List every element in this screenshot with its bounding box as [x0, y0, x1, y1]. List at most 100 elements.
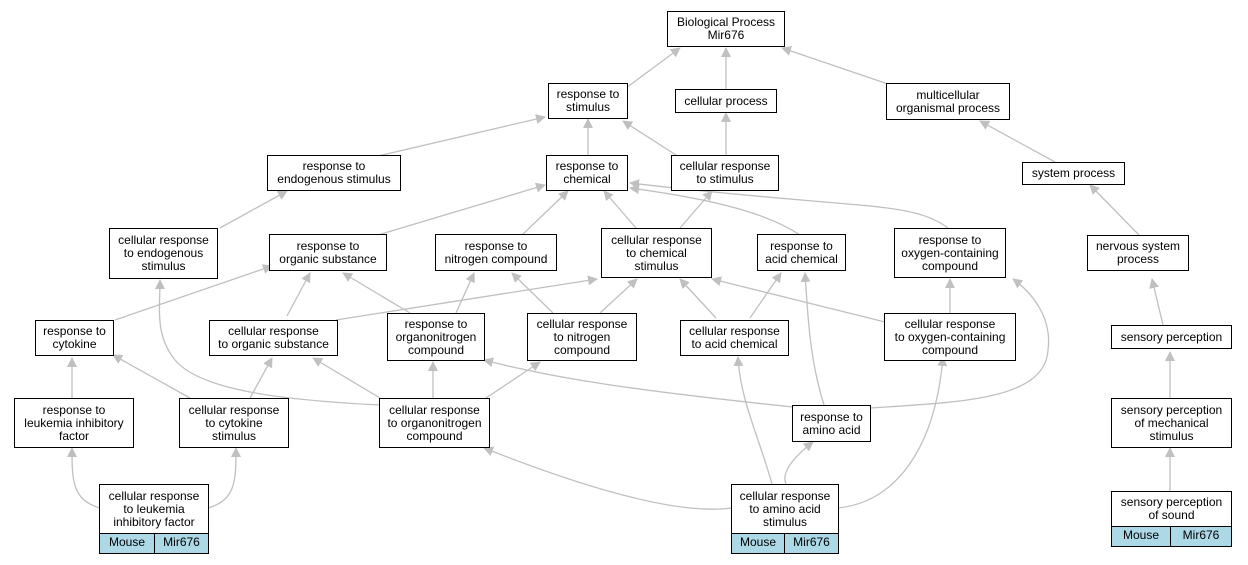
gene-tag[interactable]: Mir676	[1170, 526, 1232, 547]
edge	[114, 264, 273, 321]
node-label: cellular response to leukemia inhibitory…	[108, 488, 200, 529]
node-response-to-organonitrogen-compound[interactable]: response to organonitrogen compound	[387, 313, 485, 361]
node-label: sensory perception	[1120, 329, 1223, 344]
node-cellular-response-to-oxygen-containing-compound[interactable]: cellular response to oxygen-containing c…	[884, 313, 1016, 361]
node-system-process[interactable]: system process	[1022, 162, 1125, 185]
edge	[749, 272, 782, 319]
edge	[837, 356, 948, 509]
edge	[67, 447, 101, 509]
node-label: cellular response to endogenous stimulus	[118, 233, 209, 273]
node-label: cellular response to amino acid stimulus	[739, 488, 831, 529]
edge	[286, 272, 311, 317]
node-response-to-oxygen-containing-compound[interactable]: response to oxygen-containing compound	[894, 228, 1006, 278]
edge	[154, 279, 381, 406]
edge	[979, 120, 1056, 163]
edge	[335, 275, 598, 321]
node-label: sensory perception of mechanical stimulu…	[1120, 402, 1223, 443]
node-label: response to stimulus	[556, 87, 620, 114]
edge	[219, 190, 288, 229]
edge	[1149, 278, 1164, 326]
node-multicellular-organismal-process[interactable]: multicellular organismal process	[886, 83, 1010, 120]
node-label: nervous system process	[1095, 239, 1181, 266]
edge	[711, 276, 886, 323]
node-label: multicellular organismal process	[895, 87, 1001, 115]
edge	[207, 447, 241, 509]
edge	[377, 182, 546, 236]
edge	[342, 272, 411, 314]
node-cellular-response-to-chemical-stimulus[interactable]: cellular response to chemical stimulus	[601, 228, 712, 278]
node-sensory-perception[interactable]: sensory perception	[1111, 325, 1232, 349]
node-label: cellular response to organic substance	[218, 324, 329, 351]
gene-tag[interactable]: Mir676	[154, 533, 209, 554]
node-label: cellular response to acid chemical	[689, 324, 780, 351]
edge	[521, 190, 569, 236]
node-label: cellular response to chemical stimulus	[611, 232, 702, 273]
node-label: response to oxygen-containing compound	[901, 232, 999, 273]
node-cellular-response-to-amino-acid-stimulus[interactable]: cellular response to amino acid stimulus	[731, 484, 839, 534]
edge	[629, 179, 949, 229]
node-label: system process	[1031, 166, 1116, 180]
edge	[112, 354, 191, 399]
node-response-to-nitrogen-compound[interactable]: response to nitrogen compound	[435, 234, 557, 271]
node-label: cellular response to nitrogen compound	[536, 316, 628, 357]
edge	[312, 357, 381, 399]
node-cellular-response-to-nitrogen-compound[interactable]: cellular response to nitrogen compound	[527, 313, 637, 361]
edge	[483, 357, 794, 408]
gene-tag[interactable]: Mir676	[784, 533, 839, 554]
edge	[377, 114, 546, 157]
edge	[625, 47, 681, 89]
node-cellular-process[interactable]: cellular process	[675, 89, 777, 113]
node-label: response to chemical	[555, 159, 619, 186]
edge	[784, 441, 814, 485]
species-tag[interactable]: Mouse	[731, 533, 785, 554]
node-response-to-organic-substance[interactable]: response to organic substance	[269, 234, 387, 271]
edge	[455, 272, 475, 314]
node-cellular-response-to-organic-substance[interactable]: cellular response to organic substance	[209, 320, 338, 356]
node-response-to-endogenous-stimulus[interactable]: response to endogenous stimulus	[267, 155, 401, 191]
edge	[781, 46, 889, 85]
node-sensory-perception-of-sound[interactable]: sensory perception of sound	[1111, 491, 1232, 527]
node-label: cellular response to cytokine stimulus	[188, 402, 280, 443]
node-cellular-response-to-organonitrogen-compound[interactable]: cellular response to organonitrogen comp…	[379, 398, 490, 448]
node-cellular-response-to-stimulus[interactable]: cellular response to stimulus	[671, 155, 779, 191]
node-response-to-cytokine[interactable]: response to cytokine	[35, 320, 114, 356]
node-biological-process-root[interactable]: Biological Process Mir676	[667, 11, 785, 47]
node-label: response to leukemia inhibitory factor	[24, 402, 124, 443]
edge	[483, 446, 733, 510]
node-label: response to nitrogen compound	[444, 238, 548, 266]
species-tag[interactable]: Mouse	[99, 533, 155, 554]
node-response-to-chemical[interactable]: response to chemical	[546, 155, 628, 191]
edge	[679, 190, 713, 229]
edge	[511, 272, 554, 314]
node-label: response to organic substance	[279, 238, 377, 266]
node-nervous-system-process[interactable]: nervous system process	[1087, 235, 1189, 271]
edge	[629, 184, 801, 236]
edge	[733, 356, 773, 485]
node-response-to-leukemia-inhibitory-factor[interactable]: response to leukemia inhibitory factor	[14, 398, 134, 448]
node-label: response to cytokine	[43, 324, 106, 351]
node-label: cellular process	[684, 93, 768, 108]
node-cellular-response-to-endogenous-stimulus[interactable]: cellular response to endogenous stimulus	[109, 228, 218, 279]
node-cellular-response-to-cytokine-stimulus[interactable]: cellular response to cytokine stimulus	[179, 398, 289, 448]
node-cellular-response-to-leukemia-inhibitory-factor[interactable]: cellular response to leukemia inhibitory…	[99, 484, 209, 534]
edge	[679, 278, 717, 319]
edge	[870, 278, 1050, 409]
node-response-to-amino-acid[interactable]: response to amino acid	[792, 405, 871, 442]
node-response-to-stimulus[interactable]: response to stimulus	[548, 83, 628, 119]
node-label: Biological Process Mir676	[676, 15, 776, 42]
node-sensory-perception-of-mechanical-stimulus[interactable]: sensory perception of mechanical stimulu…	[1111, 398, 1232, 448]
edge	[603, 190, 637, 229]
edge	[599, 278, 638, 314]
node-label: response to organonitrogen compound	[395, 316, 477, 357]
edge	[1089, 184, 1140, 236]
node-label: cellular response to organonitrogen comp…	[387, 402, 482, 443]
node-response-to-acid-chemical[interactable]: response to acid chemical	[757, 234, 846, 271]
node-cellular-response-to-acid-chemical[interactable]: cellular response to acid chemical	[680, 320, 789, 356]
node-label: sensory perception of sound	[1120, 495, 1223, 522]
node-label: response to amino acid	[800, 409, 863, 437]
edge	[622, 120, 677, 156]
edge	[485, 361, 541, 399]
species-tag[interactable]: Mouse	[1111, 526, 1171, 547]
